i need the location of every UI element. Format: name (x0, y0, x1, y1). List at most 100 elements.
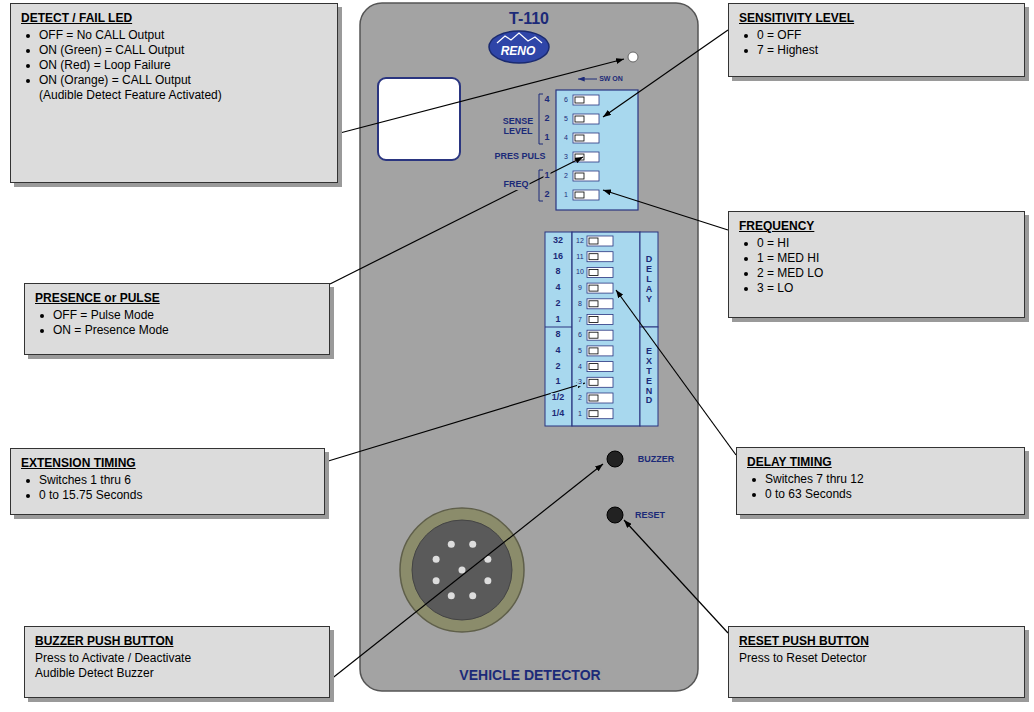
callout-body-row: 3 = LO (739, 281, 1014, 296)
bullet-dot (26, 49, 30, 53)
dip-switch (573, 114, 599, 124)
callout-box: DELAY TIMINGSwitches 7 thru 120 to 63 Se… (736, 447, 1025, 515)
group-label: DELAY (645, 255, 654, 304)
bit-value: 2 (543, 114, 550, 124)
switch-slider (589, 238, 598, 244)
connector-pins (433, 541, 492, 600)
buzzer-button (607, 451, 623, 467)
callout-body-row: 1 = MED HI (739, 251, 1014, 266)
callout-box: PRESENCE or PULSEOFF = Pulse ModeON = Pr… (24, 283, 330, 355)
callout-text: Switches 7 thru 12 (765, 472, 864, 486)
connector-pin (433, 556, 440, 563)
callout-heading-row: DELAY TIMING (747, 455, 1014, 470)
switch-slider (575, 173, 584, 179)
button-label: BUZZER (637, 455, 676, 465)
callout-body-row: ON (Orange) = CALL Output (Audible Detec… (21, 73, 229, 103)
bullet-dot (752, 493, 756, 497)
dip-switch (573, 171, 599, 181)
logo-oval (489, 31, 549, 63)
callout-body-row: ON (Green) = CALL Output (21, 43, 229, 58)
callout-heading: PRESENCE or PULSE (35, 291, 160, 305)
dip-switch (587, 362, 613, 372)
dip-switch (587, 252, 613, 262)
leader-line (603, 30, 728, 117)
bit-value: 2 (554, 362, 561, 372)
leader-lines (325, 30, 736, 680)
bit-value: 1 (554, 315, 561, 325)
switch-number: 7 (577, 316, 583, 324)
bit-value: 4 (554, 283, 561, 293)
reset-button (607, 507, 623, 523)
leader-line (624, 520, 728, 633)
callout-heading-row: FREQUENCY (739, 219, 1014, 234)
callout-heading-row: RESET PUSH BUTTON (739, 634, 1014, 649)
group-divider (545, 327, 572, 328)
bit-value: 16 (552, 252, 564, 262)
dip-switches (587, 236, 613, 419)
bullet-dot (40, 314, 44, 318)
switch-number: 3 (563, 153, 569, 161)
switch-slider (589, 411, 598, 417)
callout-text: OFF = No CALL Output (39, 28, 164, 42)
callout-body-row: 2 = MED LO (739, 266, 1014, 281)
callout-body-row: Switches 1 thru 6 (21, 473, 314, 488)
switch-number: 9 (577, 284, 583, 292)
dip-switch (587, 377, 613, 387)
switch-slider (589, 285, 598, 291)
dip-switch (587, 267, 613, 277)
callout-body-row: 0 = HI (739, 236, 1014, 251)
connector-pin (433, 577, 440, 584)
switch-slider (589, 332, 598, 338)
dip-switch (587, 330, 613, 340)
callout-box: BUZZER PUSH BUTTONPress to Activate / De… (24, 626, 330, 698)
logo-mountains (497, 33, 542, 43)
bullet-dot (744, 272, 748, 276)
dip-switch (587, 236, 613, 246)
connector-pin (459, 567, 466, 574)
callout-heading-row: PRESENCE or PULSE (35, 291, 319, 306)
callout-heading-row: SENSITIVITY LEVEL (739, 11, 1014, 26)
bullet-dot (26, 79, 30, 83)
bracket (539, 94, 543, 144)
dip-switch (573, 133, 599, 143)
bit-value: 2 (543, 190, 550, 200)
bullet-dot (752, 478, 756, 482)
switch-slider (589, 317, 598, 323)
leader-line (340, 59, 624, 133)
callout-heading: DELAY TIMING (747, 455, 832, 469)
callout-text: 3 = LO (757, 281, 793, 295)
switch-number: 3 (577, 378, 583, 386)
switch-slider (589, 379, 598, 385)
group-label: EXTEND (645, 347, 654, 406)
dip-switch-block (572, 232, 640, 426)
callout-text: ON (Red) = Loop Failure (39, 58, 171, 72)
bullet-dot (744, 257, 748, 261)
bit-value: 4 (543, 95, 550, 105)
switch-group-label: FREQ (502, 180, 529, 190)
switch-slider (589, 254, 598, 260)
bullet-dot (26, 479, 30, 483)
callout-heading: FREQUENCY (739, 219, 814, 233)
bit-value: 1 (543, 171, 550, 181)
switch-number: 5 (563, 115, 569, 123)
callout-text: 0 = OFF (757, 28, 801, 42)
switch-slider (589, 395, 598, 401)
callout-body-row: OFF = Pulse Mode (35, 308, 319, 323)
bullet-dot (744, 34, 748, 38)
group-bracket (640, 232, 658, 327)
switch-number: 12 (575, 237, 585, 245)
leader-line (330, 464, 603, 680)
switch-number: 11 (575, 253, 584, 261)
callout-heading-row: BUZZER PUSH BUTTON (35, 634, 319, 649)
connector-pin (448, 592, 455, 599)
bit-value: 1/4 (551, 409, 566, 419)
bracket (539, 170, 543, 201)
dip-switch (587, 315, 613, 325)
connector-pin (448, 541, 455, 548)
callout-text: OFF = Pulse Mode (53, 308, 154, 322)
led (628, 52, 638, 62)
bit-value: 1 (543, 133, 550, 143)
callout-body-row: 0 = OFF (739, 28, 1014, 43)
bullet-dot (744, 287, 748, 291)
switch-number: 6 (577, 331, 583, 339)
